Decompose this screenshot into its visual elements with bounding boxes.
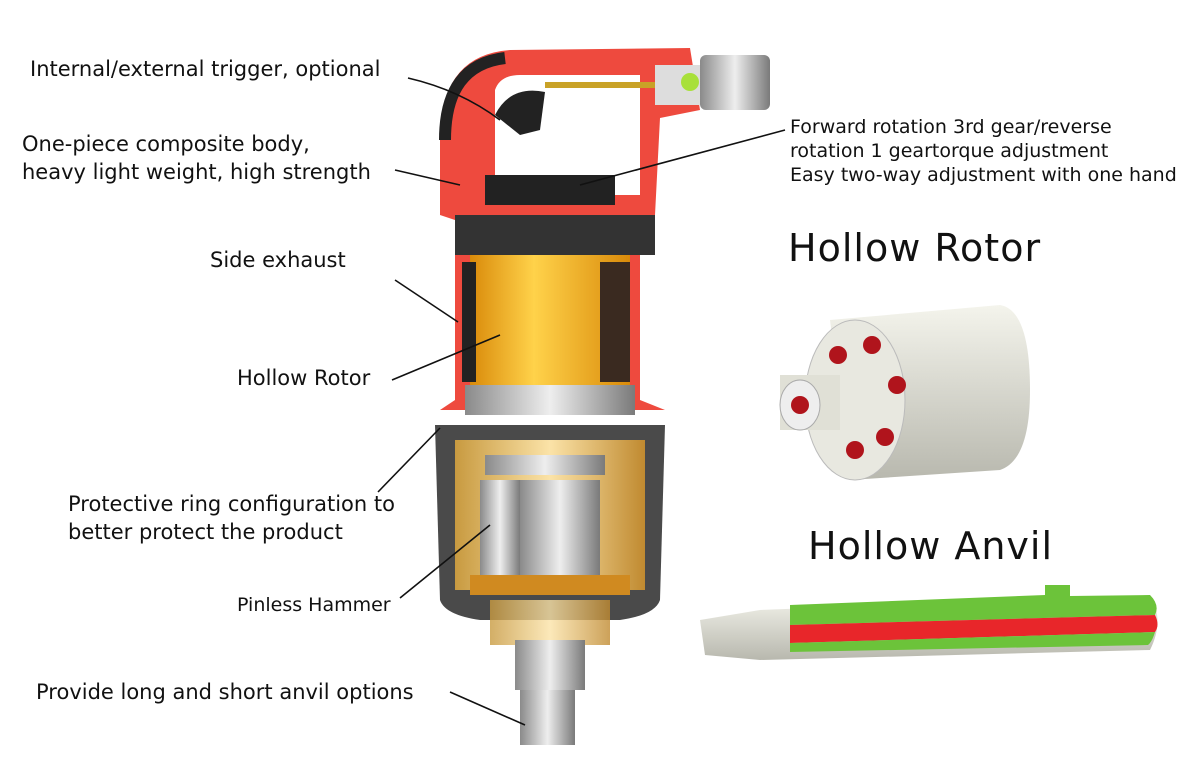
hollow-anvil-illustration (700, 585, 1158, 660)
label-gear-3: Easy two-way adjustment with one hand (790, 164, 1177, 186)
leader-lines (377, 77, 786, 726)
label-body-1: One-piece composite body, (22, 132, 310, 156)
label-rotor: Hollow Rotor (237, 366, 371, 390)
label-anvil-options: Provide long and short anvil options (36, 680, 414, 704)
label-gear-2: rotation 1 geartorque adjustment (790, 140, 1109, 162)
label-exhaust: Side exhaust (210, 248, 346, 272)
label-body-2: heavy light weight, high strength (22, 160, 371, 184)
tool-body (439, 48, 770, 415)
label-trigger: Internal/external trigger, optional (30, 57, 381, 81)
heading-hollow-rotor: Hollow Rotor (788, 226, 1042, 270)
hollow-rotor-illustration (779, 305, 1030, 481)
label-ring-2: better protect the product (68, 520, 343, 544)
label-hammer: Pinless Hammer (237, 594, 391, 616)
label-gear-1: Forward rotation 3rd gear/reverse (790, 116, 1112, 138)
label-ring-1: Protective ring configuration to (68, 492, 395, 516)
hammer-case (435, 425, 665, 745)
trigger-icon (495, 90, 545, 135)
heading-hollow-anvil: Hollow Anvil (808, 524, 1054, 568)
